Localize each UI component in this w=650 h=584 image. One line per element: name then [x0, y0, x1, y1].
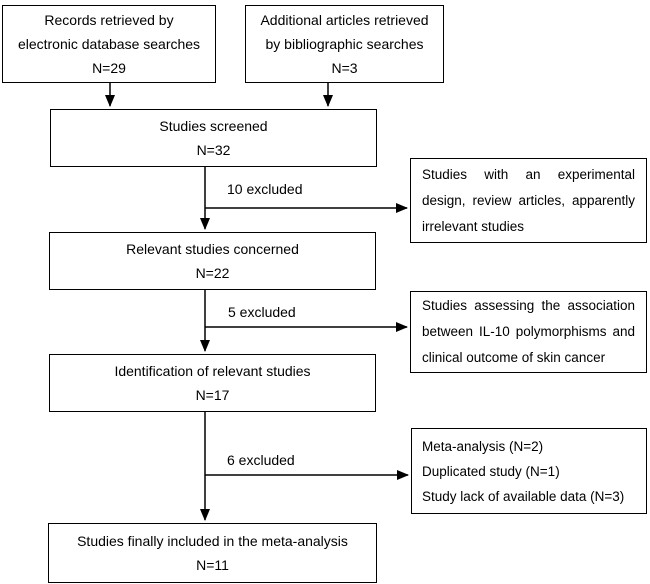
exclusion-reason-item: Meta-analysis (N=2): [422, 438, 544, 454]
box-text-line: Relevant studies concerned: [126, 241, 299, 257]
exclusion-reason-item: Study lack of available data (N=3): [422, 488, 625, 504]
box-text-line: Studies finally included in the meta-ana…: [77, 533, 348, 549]
label-5-excluded: 5 excluded: [228, 304, 296, 320]
box-count: N=11: [196, 557, 229, 573]
exclusion-reason-text: Studies with an experimental design, rev…: [422, 166, 635, 234]
box-count: N=32: [196, 142, 231, 158]
box-relevant-studies: Relevant studies concerned N=22: [49, 232, 376, 290]
box-text-line: Studies screened: [159, 118, 268, 134]
box-text-line: Identification of relevant studies: [114, 363, 311, 379]
box-count: N=22: [195, 265, 230, 281]
box-count: N=17: [195, 387, 230, 403]
box-exclusion-reason-1: Studies with an experimental design, rev…: [410, 158, 647, 243]
box-records-retrieved: Records retrieved by electronic database…: [2, 5, 216, 83]
label-10-excluded: 10 excluded: [227, 181, 303, 197]
box-text-line: Records retrieved by: [44, 12, 174, 28]
box-text-line: by bibliographic searches: [265, 36, 424, 52]
exclusion-reason-text: Studies assessing the association betwee…: [422, 298, 635, 365]
box-exclusion-reason-3: Meta-analysis (N=2) Duplicated study (N=…: [411, 428, 647, 514]
label-6-excluded: 6 excluded: [227, 452, 295, 468]
box-text-line: electronic database searches: [17, 36, 201, 52]
box-final-included: Studies finally included in the meta-ana…: [48, 523, 377, 583]
box-exclusion-reason-2: Studies assessing the association betwee…: [410, 291, 647, 373]
exclusion-reason-item: Duplicated study (N=1): [422, 463, 560, 479]
box-additional-articles: Additional articles retrieved by bibliog…: [245, 5, 444, 83]
box-identification-of-studies: Identification of relevant studies N=17: [49, 354, 376, 412]
box-count: N=3: [331, 60, 358, 76]
box-count: N=29: [92, 60, 126, 76]
box-studies-screened: Studies screened N=32: [50, 109, 377, 167]
box-text-line: Additional articles retrieved: [260, 12, 429, 28]
